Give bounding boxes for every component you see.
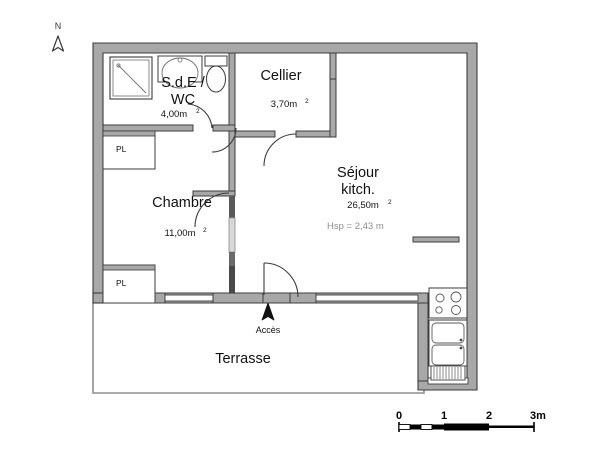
room-label-sejour: Séjour kitch. 26,50m 2 Hsp = 2,43 m xyxy=(327,165,392,232)
room-area-sup-chambre: 2 xyxy=(203,227,207,234)
closet-bottom: PL xyxy=(102,264,156,304)
scale-bar-graphic xyxy=(398,422,535,432)
room-label-chambre: Chambre 11,00m 2 xyxy=(152,195,212,239)
kitchen-fixtures xyxy=(428,287,468,381)
bathroom-fixtures xyxy=(109,55,228,100)
room-label-cellier: Cellier 3,70m 2 xyxy=(260,68,309,110)
scale-bar: 0 1 2 3m xyxy=(396,410,546,432)
shower-fixture xyxy=(109,56,153,100)
room-name-sdb-wc-line2: WC xyxy=(171,92,195,108)
room-area-sdb-wc: 4,00m xyxy=(161,109,187,120)
room-name-chambre: Chambre xyxy=(152,195,212,211)
room-area-chambre: 11,00m xyxy=(165,228,196,239)
entrance-marker: Accès xyxy=(256,302,281,335)
toilet-fixture xyxy=(204,55,228,93)
cooktop-fixture xyxy=(428,287,468,319)
compass: N xyxy=(51,21,65,52)
up-arrow-icon xyxy=(261,302,275,321)
scale-tick-0: 0 xyxy=(396,410,402,422)
room-area-sup-sdb-wc: 2 xyxy=(196,108,200,115)
closets: PL PL xyxy=(102,130,156,304)
room-area-sup-sejour: 2 xyxy=(388,199,392,206)
room-label-terrasse: Terrasse xyxy=(215,351,271,367)
room-name-sdb-wc-line1: S.d.E / xyxy=(161,75,205,91)
radiator-fixture xyxy=(430,365,466,381)
north-arrow-icon xyxy=(51,35,65,52)
room-name-sejour-line2: kitch. xyxy=(341,182,375,198)
room-area-cellier: 3,70m xyxy=(271,99,297,110)
closet-bottom-label: PL xyxy=(116,278,127,288)
room-area-sup-cellier: 2 xyxy=(305,98,309,105)
entrance-label: Accès xyxy=(256,325,281,335)
room-label-sdb-wc: S.d.E / WC 4,00m 2 xyxy=(161,75,206,120)
room-name-cellier: Cellier xyxy=(260,68,301,84)
door-swings xyxy=(187,103,299,298)
closet-top: PL xyxy=(102,130,156,170)
room-name-terrasse: Terrasse xyxy=(215,351,271,367)
scale-tick-3: 3m xyxy=(530,410,546,422)
terrasse-outline xyxy=(92,303,425,394)
compass-label: N xyxy=(55,21,62,31)
room-area-sejour: 26,50m xyxy=(347,200,379,211)
double-sink-fixture xyxy=(428,319,468,367)
scale-tick-1: 1 xyxy=(441,410,447,422)
washbasin-fixture xyxy=(157,55,203,89)
scale-tick-2: 2 xyxy=(486,410,492,422)
room-note-sejour-hsp: Hsp = 2,43 m xyxy=(327,221,384,232)
closet-top-label: PL xyxy=(116,144,127,154)
room-name-sejour-line1: Séjour xyxy=(337,165,379,181)
